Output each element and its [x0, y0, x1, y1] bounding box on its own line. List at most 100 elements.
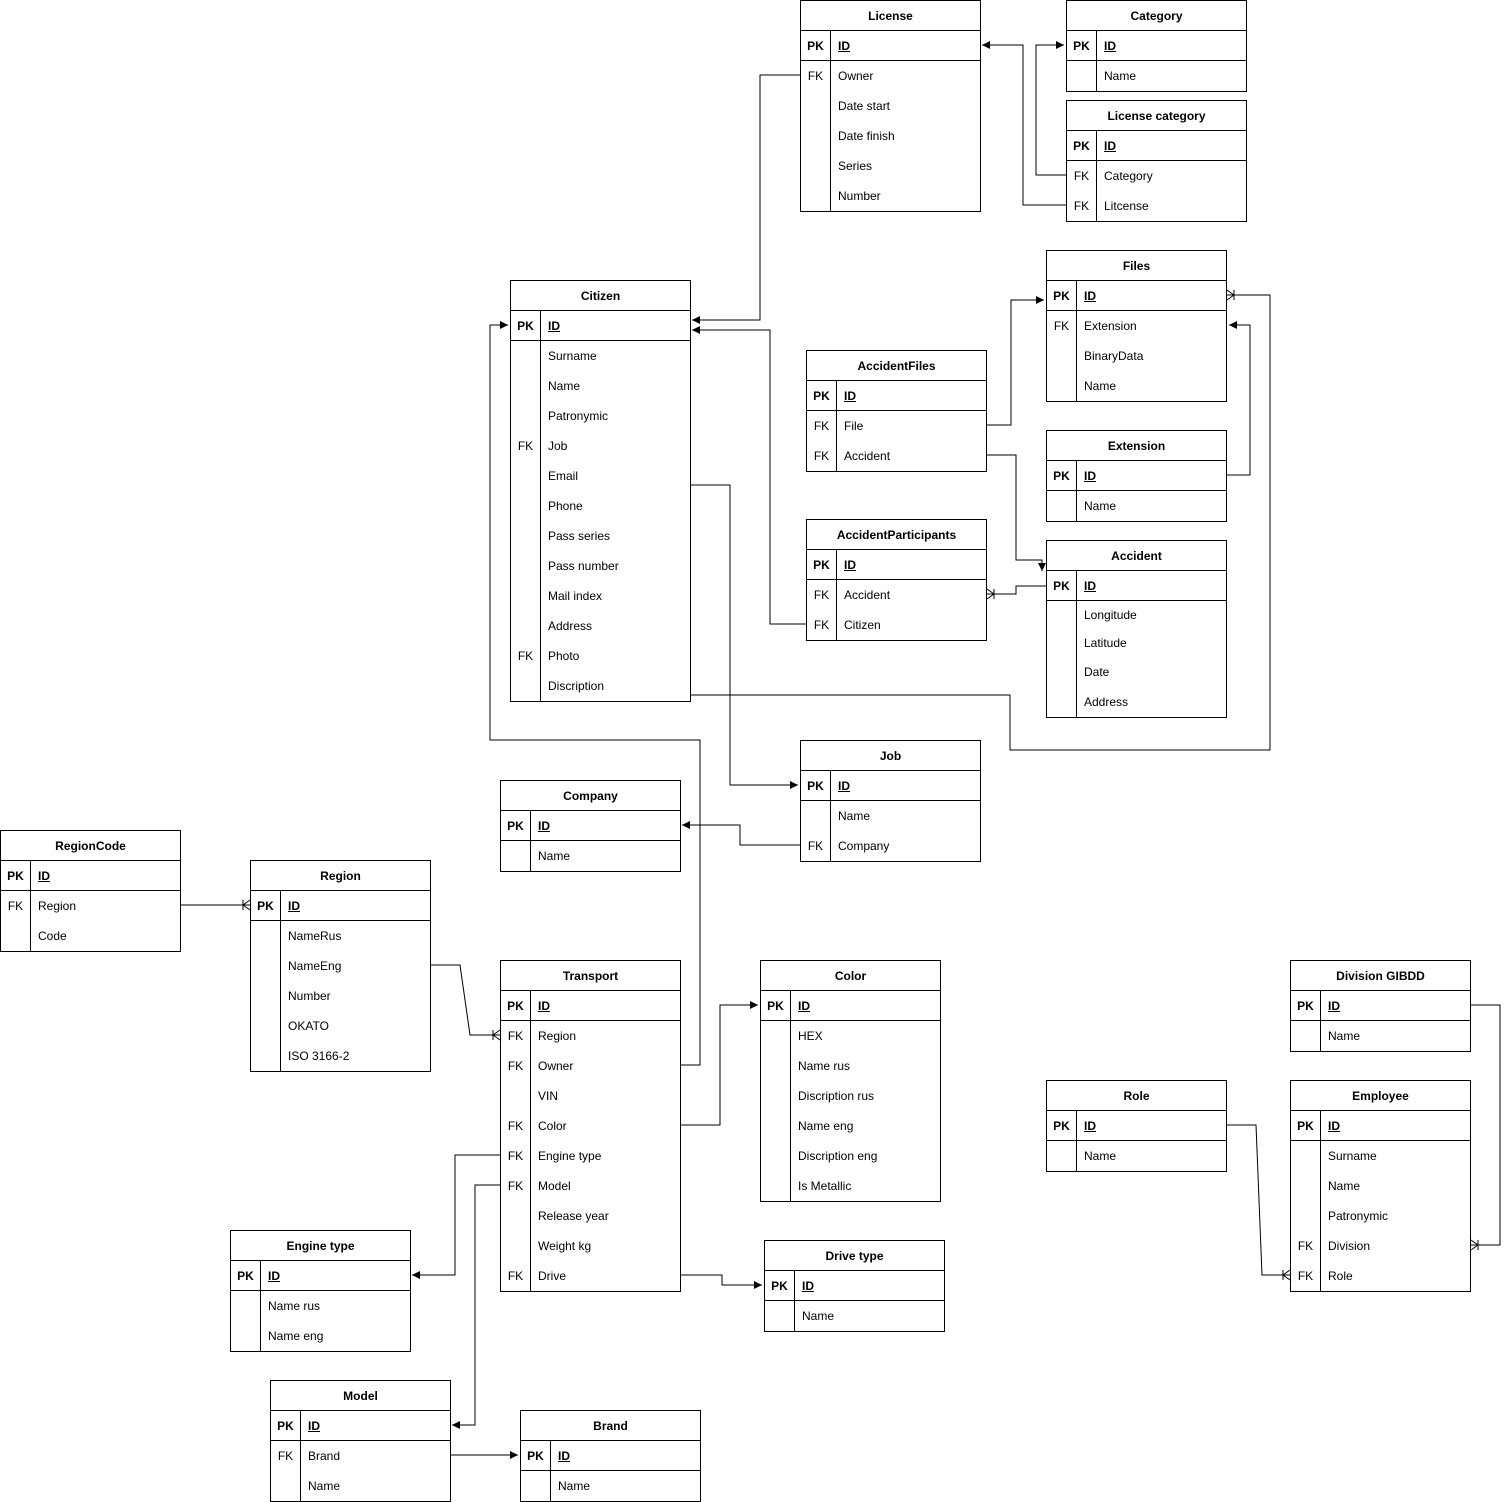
field-name: ID	[802, 1279, 814, 1293]
key-label: PK	[1053, 579, 1070, 593]
field-name: ID	[1328, 1119, 1340, 1133]
field-name: Date finish	[838, 129, 895, 143]
key-label: PK	[517, 319, 534, 333]
arrowhead-marker	[1056, 41, 1064, 49]
field-row: Latitude	[1047, 629, 1226, 657]
key-label: FK	[807, 69, 824, 83]
field-row: Name	[521, 1471, 700, 1501]
relation-line	[452, 1184, 500, 1426]
key-label: FK	[507, 1059, 524, 1073]
relation-line	[691, 294, 1271, 751]
key-label: FK	[507, 1029, 524, 1043]
relation-line	[431, 964, 500, 1036]
field-row: FK Region	[501, 1021, 680, 1051]
field-row: Series	[801, 151, 980, 181]
field-name: Patronymic	[548, 409, 609, 423]
crowfoot-marker	[492, 1029, 501, 1041]
field-name: Name rus	[798, 1059, 851, 1073]
field-name: ID	[838, 39, 850, 53]
field-row: Name rus	[231, 1291, 410, 1321]
field-row: Surname	[1291, 1141, 1470, 1171]
field-name: Name	[548, 379, 581, 393]
field-name: Brand	[308, 1449, 341, 1463]
field-row: Name eng	[761, 1111, 940, 1141]
key-label: FK	[1073, 199, 1090, 213]
table-title: Color	[761, 961, 940, 991]
field-row: VIN	[501, 1081, 680, 1111]
pk-row: PK ID	[1291, 1111, 1470, 1141]
field-name: File	[844, 419, 864, 433]
field-name: ID	[838, 779, 850, 793]
table-title: Company	[501, 781, 680, 811]
field-name: Longitude	[1084, 608, 1137, 622]
field-name: Mail index	[548, 589, 603, 603]
field-name: Company	[838, 839, 890, 853]
field-row: FK Job	[511, 431, 690, 461]
key-label: PK	[767, 999, 784, 1013]
field-row: Email	[511, 461, 690, 491]
field-name: ID	[308, 1419, 320, 1433]
key-label: FK	[813, 419, 830, 433]
field-name: Surname	[548, 349, 597, 363]
key-label: PK	[1297, 1119, 1314, 1133]
field-name: Weight kg	[538, 1239, 592, 1253]
key-label: FK	[1297, 1239, 1314, 1253]
relation-line	[987, 299, 1044, 426]
relation-line	[682, 824, 800, 846]
field-row: Name	[801, 801, 980, 831]
relation-line	[691, 484, 798, 786]
key-label: PK	[257, 899, 274, 913]
field-name: Name	[838, 809, 871, 823]
key-label: PK	[807, 39, 824, 53]
arrowhead-marker	[692, 326, 700, 334]
field-name: Name	[1084, 499, 1117, 513]
arrowhead-marker	[1229, 321, 1237, 329]
arrowhead-marker	[790, 781, 798, 789]
field-name: Photo	[548, 649, 580, 663]
key-label: PK	[813, 558, 830, 572]
crowfoot-marker	[986, 588, 995, 600]
field-row: BinaryData	[1047, 341, 1226, 371]
field-name: Job	[548, 439, 568, 453]
field-name: Discription eng	[798, 1149, 878, 1163]
field-name: ID	[1084, 289, 1096, 303]
field-row: Name	[271, 1471, 450, 1501]
relation-line	[987, 585, 1046, 595]
field-name: Date	[1084, 665, 1110, 679]
key-label: PK	[7, 869, 24, 883]
field-name: Extension	[1084, 319, 1137, 333]
field-name: Discription rus	[798, 1089, 875, 1103]
field-name: Category	[1104, 169, 1153, 183]
field-row: Date finish	[801, 121, 980, 151]
field-name: Name	[1104, 69, 1137, 83]
field-name: Owner	[838, 69, 874, 83]
field-name: Region	[538, 1029, 577, 1043]
field-name: Email	[548, 469, 579, 483]
field-name: ID	[1084, 1119, 1096, 1133]
relation-line	[412, 1154, 500, 1276]
field-name: Engine type	[538, 1149, 602, 1163]
field-row: FK File	[807, 411, 986, 441]
field-name: Name	[1084, 1149, 1117, 1163]
table-title: AccidentParticipants	[807, 520, 986, 550]
key-label: PK	[507, 999, 524, 1013]
field-row: Pass series	[511, 521, 690, 551]
relation-line	[1227, 324, 1251, 476]
key-label: FK	[517, 439, 534, 453]
